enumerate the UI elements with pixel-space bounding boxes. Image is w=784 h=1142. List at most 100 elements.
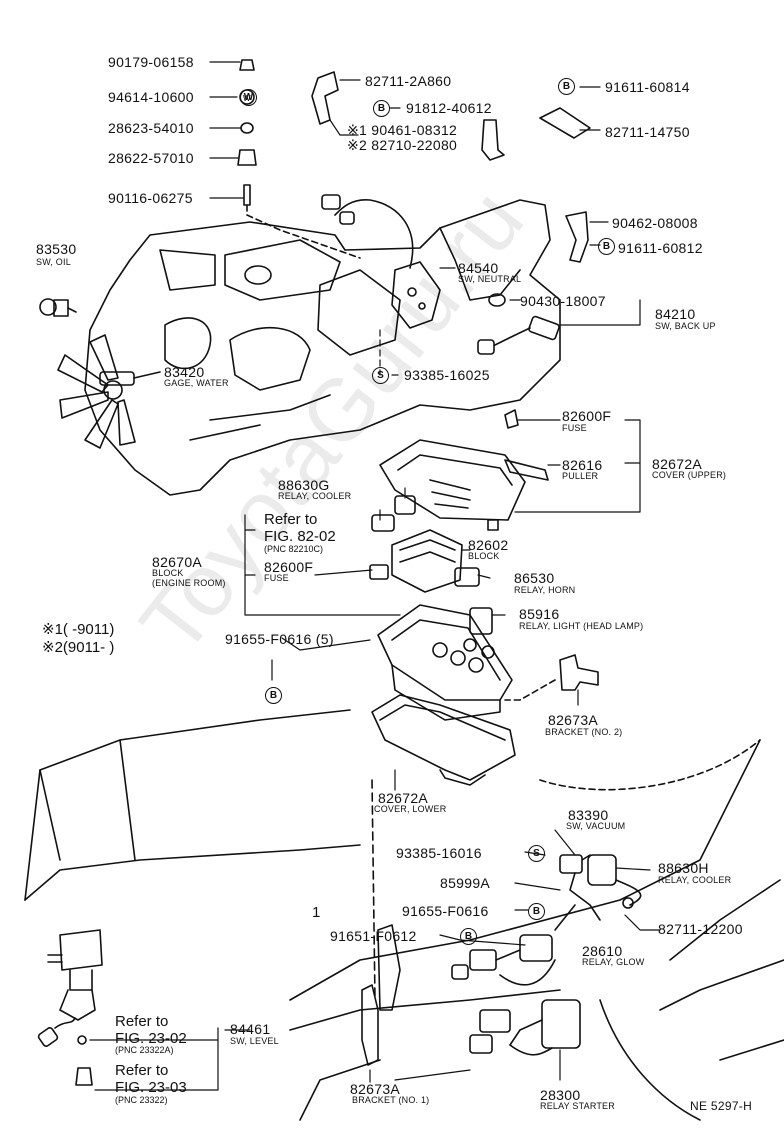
part-name-puller: PULLER bbox=[562, 471, 599, 481]
part-name-sw-level: SW, LEVEL bbox=[230, 1036, 279, 1046]
part-number-91812-40612: 91812-40612 bbox=[406, 100, 492, 116]
part-name-bracket-no2: BRACKET (No. 2) bbox=[545, 727, 623, 737]
level-switch-icon bbox=[37, 929, 103, 1086]
bolt-b-marker-2: B bbox=[558, 78, 575, 95]
refer-fig-82-02: FIG. 82-02 bbox=[264, 528, 336, 545]
part-name-fuse-upper: FUSE bbox=[562, 423, 587, 433]
part-number-91655-f0616-5: 91655-F0616 (5) bbox=[225, 631, 334, 647]
part-name-sw-back-up: SW, BACK UP bbox=[655, 321, 716, 331]
body-panel-outline bbox=[24, 709, 784, 1121]
screw-s-marker-1: S bbox=[372, 367, 389, 384]
part-name-relay-light: RELAY, LIGHT (HEAD LAMP) bbox=[519, 621, 644, 631]
fuse-cover-lower-icon bbox=[371, 694, 516, 786]
part-number-91611-60814: 91611-60814 bbox=[605, 79, 690, 95]
part-number-91655-f0616: 91655-F0616 bbox=[402, 903, 489, 919]
refer-to-label-3: Refer to bbox=[115, 1062, 169, 1079]
part-name-relay-cooler-h: RELAY, COOLER bbox=[658, 875, 732, 885]
part-number-88630g: 88630G bbox=[278, 477, 330, 493]
bolt-b-marker-6: B bbox=[460, 928, 477, 945]
part-number-90430-18007: 90430-18007 bbox=[520, 293, 606, 309]
part-name-sw-oil: SW, OIL bbox=[36, 257, 71, 267]
refer-fig-23-03: FIG. 23-03 bbox=[115, 1079, 187, 1096]
part-number-84540: 84540 bbox=[458, 260, 499, 276]
part-number-91611-60812: 91611-60812 bbox=[618, 240, 703, 256]
water-gage-icon bbox=[99, 371, 161, 386]
refer-pnc-82210c: (PNC 82210C) bbox=[264, 544, 324, 554]
refer-pnc-23322a: (PNC 23322A) bbox=[115, 1045, 174, 1055]
part-name-relay-starter: RELAY STARTER bbox=[540, 1101, 615, 1111]
part-number-82711-12200: 82711-12200 bbox=[658, 921, 743, 937]
part-name-fuse-lower: FUSE bbox=[264, 573, 289, 583]
part-number-28610: 28610 bbox=[582, 943, 623, 959]
glow-relay-icon bbox=[451, 904, 576, 986]
refer-to-label-1: Refer to bbox=[264, 511, 318, 528]
backup-switch-icon bbox=[477, 293, 560, 355]
bracket-no1-icon bbox=[361, 779, 401, 1066]
part-number-88630h: 88630H bbox=[658, 860, 709, 876]
refer-to-label-2: Refer to bbox=[115, 1013, 169, 1030]
part-number-28300: 28300 bbox=[540, 1087, 581, 1103]
relay-block-icons bbox=[369, 495, 493, 635]
drawing-id: NE 5297-H bbox=[690, 1099, 753, 1113]
part-number-28623-54010: 28623-54010 bbox=[108, 120, 194, 136]
bracket-no2-icon bbox=[504, 654, 599, 701]
part-number-85999a: 85999A bbox=[440, 875, 491, 891]
footnote-2: ※2(9011- ) bbox=[42, 639, 115, 656]
bolt-b-marker-3: B bbox=[598, 238, 615, 255]
part-number-82616: 82616 bbox=[562, 457, 603, 473]
part-number-91651-f0612: 91651-F0612 bbox=[330, 928, 417, 944]
part-number-85916: 85916 bbox=[519, 606, 560, 622]
part-name-relay-glow: RELAY, GLOW bbox=[582, 957, 645, 967]
part-name-sw-neutral: SW, NEUTRAL bbox=[458, 274, 522, 284]
part-number-90116-06275: 90116-06275 bbox=[108, 190, 193, 206]
refer-pnc-23322: (PNC 23322) bbox=[115, 1095, 168, 1105]
part-number-82600f-upper: 82600F bbox=[562, 408, 612, 424]
engine-outline bbox=[84, 199, 561, 496]
footnote-1: ※1( -9011) bbox=[42, 621, 115, 638]
vacuum-switch-icon bbox=[559, 854, 642, 921]
part-name-bracket-no1: BRACKET (No. 1) bbox=[352, 1095, 430, 1105]
refer-fig-23-02: FIG. 23-02 bbox=[115, 1030, 187, 1047]
part-name-relay-horn: RELAY, HORN bbox=[514, 585, 576, 595]
bolt-b-marker-1: B bbox=[373, 100, 390, 117]
part-number-82672a-lower: 82672A bbox=[378, 790, 429, 806]
part-number-82600f-lower: 82600F bbox=[264, 559, 314, 575]
part-name-sw-vacuum: SW, VACUUM bbox=[566, 821, 626, 831]
washer-w-marker: W bbox=[240, 89, 257, 106]
part-number-90179-06158: 90179-06158 bbox=[108, 54, 194, 70]
part-number-93385-16025: 93385-16025 bbox=[404, 367, 490, 383]
part-name-relay-cooler-g: RELAY, COOLER bbox=[278, 491, 352, 501]
part-number-83530: 83530 bbox=[36, 241, 77, 257]
figure-index: 1 bbox=[312, 904, 321, 921]
part-number-82711-2a860: 82711-2A860 bbox=[365, 73, 452, 89]
part-number-82673a-no2: 82673A bbox=[548, 712, 599, 728]
part-number-82710-22080: ※2 82710-22080 bbox=[347, 137, 458, 153]
sensor-stack-icons: W bbox=[237, 59, 361, 259]
part-number-82602: 82602 bbox=[468, 537, 509, 553]
screw-s-marker-2: S bbox=[528, 845, 545, 862]
fuse-cover-upper-icon bbox=[379, 409, 549, 531]
part-name-block-engine-room: BLOCK (ENGINE ROOM) bbox=[152, 568, 226, 588]
part-number-84461: 84461 bbox=[230, 1021, 271, 1037]
part-number-94614-10600: 94614-10600 bbox=[108, 89, 194, 105]
part-number-90461-08312: ※1 90461-08312 bbox=[347, 122, 458, 138]
part-number-84210: 84210 bbox=[655, 306, 696, 322]
part-number-86530: 86530 bbox=[514, 570, 555, 586]
part-number-82672a-upper: 82672A bbox=[652, 456, 703, 472]
part-name-cover-lower: COVER, LOWER bbox=[374, 804, 447, 814]
part-name-block: BLOCK bbox=[468, 551, 500, 561]
bolt-b-marker-4: B bbox=[265, 687, 282, 704]
part-name-cover-upper: COVER (UPPER) bbox=[652, 470, 727, 480]
engine-room-block-icon bbox=[377, 604, 513, 721]
part-name-gage-water: GAGE, WATER bbox=[164, 378, 229, 388]
fan-icon bbox=[57, 334, 136, 449]
part-number-82673a-no1: 82673A bbox=[350, 1081, 401, 1097]
oil-switch-icon bbox=[39, 298, 77, 317]
part-number-93385-16016: 93385-16016 bbox=[396, 845, 482, 861]
part-number-83420: 83420 bbox=[164, 364, 205, 380]
neutral-switch-icon bbox=[321, 194, 441, 329]
part-number-82711-14750: 82711-14750 bbox=[605, 124, 690, 140]
part-number-82670a: 82670A bbox=[152, 554, 203, 570]
